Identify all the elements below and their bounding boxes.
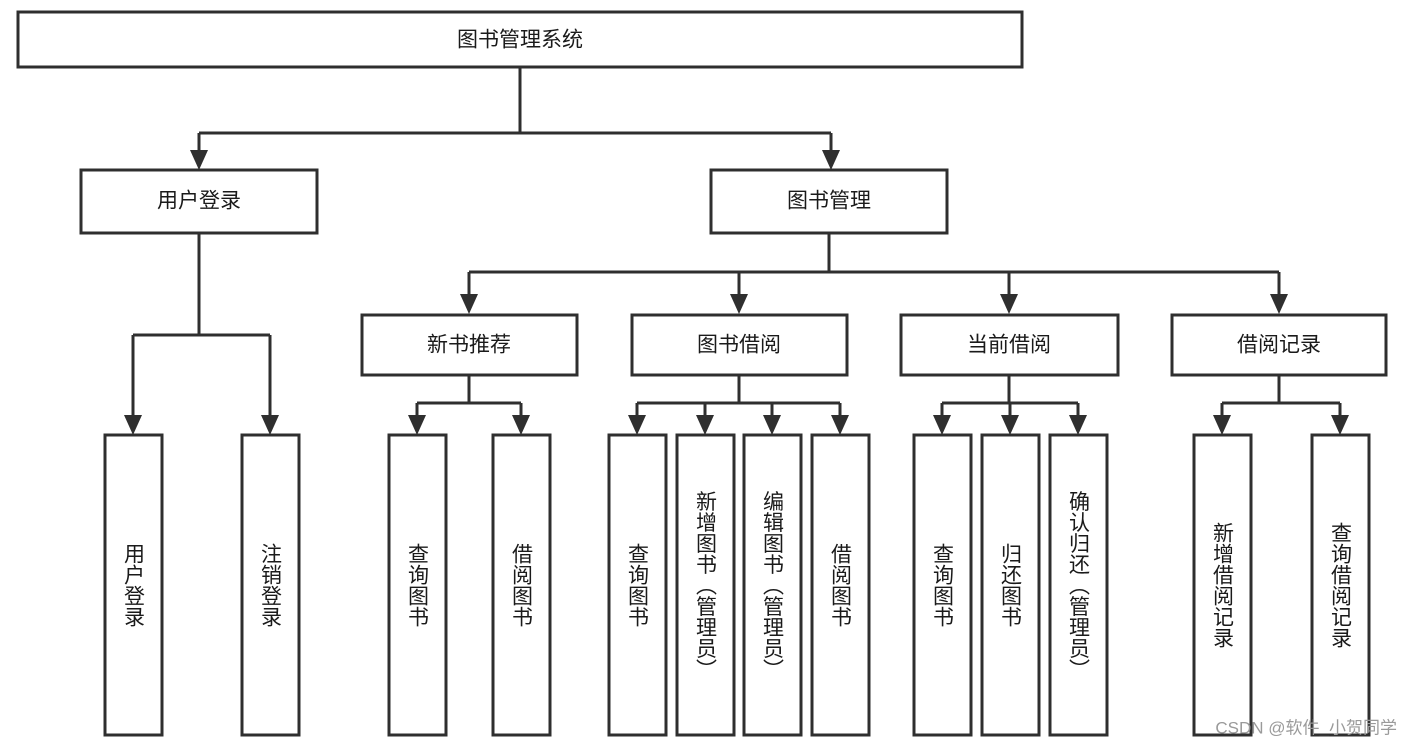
node-borrow-record-label: 借阅记录 (1237, 334, 1321, 357)
arrow-head-leaf-query-book-3 (933, 415, 951, 435)
node-user-login[interactable]: 用户登录 (79, 168, 319, 235)
leaf-user-login[interactable]: 用户登录 (103, 433, 164, 737)
leaf-logout-login-box[interactable] (240, 433, 301, 737)
node-book-borrow[interactable]: 图书借阅 (630, 313, 849, 377)
leaf-logout-login[interactable]: 注销登录 (240, 433, 301, 737)
node-book-management[interactable]: 图书管理 (709, 168, 949, 235)
arrow-head-borrow-record (1270, 294, 1288, 314)
leaf-query-borrow-record[interactable]: 查询借阅记录 (1310, 433, 1371, 737)
leaf-query-book-2-label: 查询图书 (626, 543, 650, 627)
leaf-confirm-return-admin-label: 确认归还（管理员） (1067, 491, 1091, 680)
arrow-head-leaf-query-book-1 (408, 415, 426, 435)
leaf-query-book-1-box[interactable] (387, 433, 448, 737)
node-current-borrow-label: 当前借阅 (967, 334, 1051, 357)
leaf-query-book-2-box[interactable] (607, 433, 668, 737)
leaf-add-borrow-record[interactable]: 新增借阅记录 (1192, 433, 1253, 737)
leaf-borrow-book-2-box[interactable] (810, 433, 871, 737)
node-user-login-label: 用户登录 (157, 190, 241, 213)
arrow-head-leaf-query-borrow-record (1331, 415, 1349, 435)
node-new-book-recommend-box[interactable] (360, 313, 579, 377)
leaf-query-borrow-record-box[interactable] (1310, 433, 1371, 737)
node-book-borrow-label: 图书借阅 (697, 334, 781, 357)
connector-layer (124, 67, 1349, 435)
arrow-head-book-management (822, 150, 840, 170)
leaf-confirm-return-admin[interactable]: 确认归还（管理员） (1048, 433, 1109, 737)
leaf-add-book-admin-label: 新增图书（管理员） (694, 491, 718, 680)
arrow-head-new-book-recommend (460, 294, 478, 314)
leaf-return-book[interactable]: 归还图书 (980, 433, 1041, 737)
node-title[interactable]: 图书管理系统 (16, 10, 1024, 69)
arrow-head-leaf-return-book (1001, 415, 1019, 435)
leaf-add-borrow-record-label: 新增借阅记录 (1211, 522, 1235, 648)
leaf-user-login-label: 用户登录 (122, 543, 146, 627)
node-current-borrow[interactable]: 当前借阅 (899, 313, 1120, 377)
leaf-add-book-admin[interactable]: 新增图书（管理员） (675, 433, 736, 737)
leaf-query-book-2[interactable]: 查询图书 (607, 433, 668, 737)
leaf-edit-book-admin-box[interactable] (742, 433, 803, 737)
leaf-query-borrow-record-label: 查询借阅记录 (1329, 522, 1353, 648)
leaf-query-book-1[interactable]: 查询图书 (387, 433, 448, 737)
leaf-add-book-admin-box[interactable] (675, 433, 736, 737)
arrow-head-leaf-user-login (124, 415, 142, 435)
node-new-book-recommend[interactable]: 新书推荐 (360, 313, 579, 377)
arrow-head-leaf-add-book-admin (696, 415, 714, 435)
leaf-query-book-1-label: 查询图书 (406, 543, 430, 627)
arrow-head-leaf-borrow-book-1 (512, 415, 530, 435)
arrow-head-leaf-query-book-2 (628, 415, 646, 435)
arrow-head-current-borrow (1000, 294, 1018, 314)
node-current-borrow-box[interactable] (899, 313, 1120, 377)
leaf-query-book-3-box[interactable] (912, 433, 973, 737)
leaf-edit-book-admin-label: 编辑图书（管理员） (761, 491, 785, 680)
leaf-user-login-box[interactable] (103, 433, 164, 737)
leaf-borrow-book-2[interactable]: 借阅图书 (810, 433, 871, 737)
arrow-head-leaf-confirm-return-admin (1069, 415, 1087, 435)
node-title-box[interactable] (16, 10, 1024, 69)
node-book-management-label: 图书管理 (787, 190, 871, 213)
leaf-borrow-book-1-label: 借阅图书 (510, 543, 534, 627)
node-title-label: 图书管理系统 (457, 29, 583, 52)
node-user-login-box[interactable] (79, 168, 319, 235)
leaf-return-book-box[interactable] (980, 433, 1041, 737)
leaf-return-book-label: 归还图书 (999, 543, 1023, 627)
node-book-management-box[interactable] (709, 168, 949, 235)
node-new-book-recommend-label: 新书推荐 (427, 334, 511, 357)
leaf-query-book-3[interactable]: 查询图书 (912, 433, 973, 737)
leaf-borrow-book-2-label: 借阅图书 (829, 543, 853, 627)
arrow-head-user-login (190, 150, 208, 170)
leaf-borrow-book-1-box[interactable] (491, 433, 552, 737)
arrow-head-leaf-add-borrow-record (1213, 415, 1231, 435)
node-book-borrow-box[interactable] (630, 313, 849, 377)
node-borrow-record[interactable]: 借阅记录 (1170, 313, 1388, 377)
leaf-add-borrow-record-box[interactable] (1192, 433, 1253, 737)
watermark: CSDN @软件_小贺同学 (1215, 718, 1397, 737)
arrow-head-leaf-edit-book-admin (763, 415, 781, 435)
arrow-head-leaf-logout-login (261, 415, 279, 435)
leaf-confirm-return-admin-box[interactable] (1048, 433, 1109, 737)
leaf-logout-login-label: 注销登录 (259, 543, 283, 627)
leaf-edit-book-admin[interactable]: 编辑图书（管理员） (742, 433, 803, 737)
leaf-query-book-3-label: 查询图书 (931, 543, 955, 627)
arrow-head-leaf-borrow-book-2 (831, 415, 849, 435)
node-borrow-record-box[interactable] (1170, 313, 1388, 377)
leaf-borrow-book-1[interactable]: 借阅图书 (491, 433, 552, 737)
arrow-head-book-borrow (730, 294, 748, 314)
